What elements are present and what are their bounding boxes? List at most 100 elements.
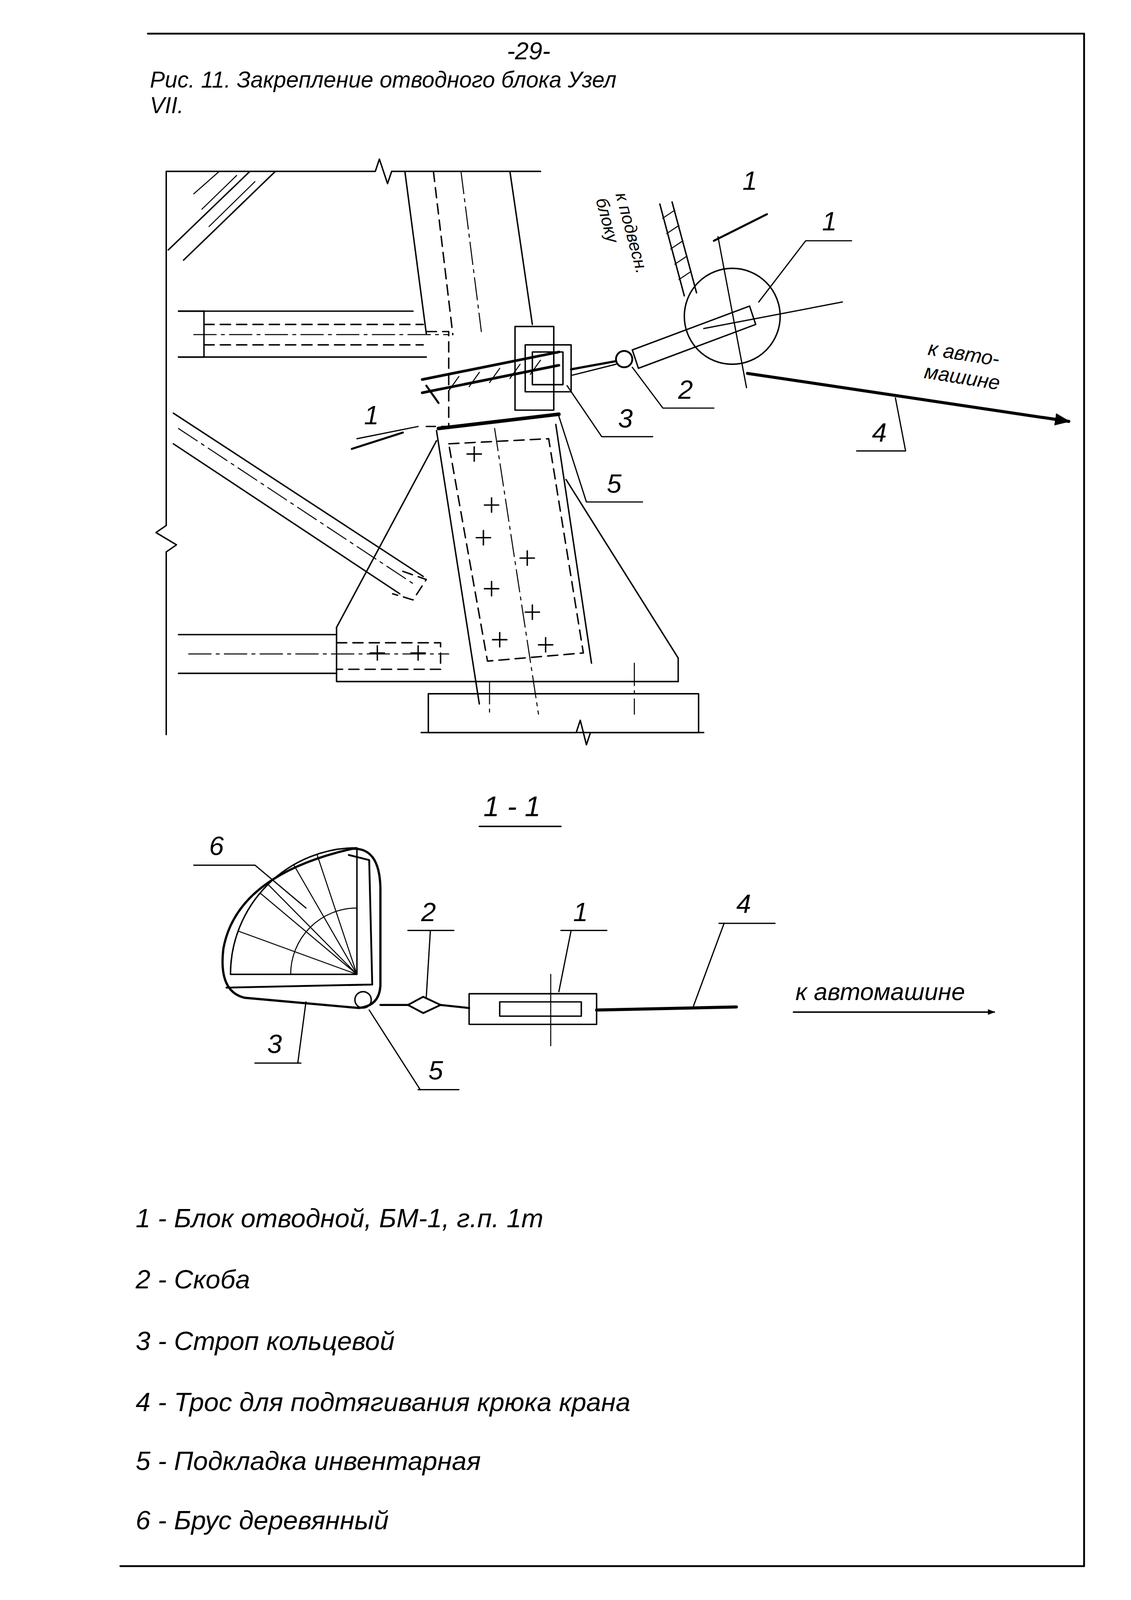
column-edge bbox=[436, 430, 480, 704]
sling bbox=[422, 352, 560, 380]
hatch bbox=[448, 376, 459, 391]
bolt-mark bbox=[526, 550, 529, 566]
shackle-link bbox=[570, 363, 616, 376]
sling-bracket bbox=[525, 344, 572, 392]
parts-list-item: 3 - Строп кольцевой bbox=[135, 1325, 395, 1357]
shackle-link bbox=[440, 1004, 470, 1008]
shackle-link bbox=[570, 361, 616, 370]
bolt-mark bbox=[376, 645, 379, 660]
leader-line bbox=[369, 1009, 421, 1090]
bolt-mark bbox=[490, 497, 493, 512]
truss-member bbox=[183, 171, 276, 261]
hatch bbox=[674, 255, 688, 265]
rope bbox=[747, 373, 1069, 421]
column-edge bbox=[555, 424, 592, 663]
callout-number: 4 bbox=[736, 889, 752, 920]
direction-arrow bbox=[793, 1011, 995, 1013]
truss-member bbox=[178, 356, 426, 358]
section-mark-label: 1 bbox=[363, 400, 379, 432]
leader-line bbox=[426, 929, 431, 997]
callout-number: 5 bbox=[428, 1055, 443, 1087]
callout-number: 2 bbox=[421, 897, 436, 929]
parts-list-item: 2 - Скоба bbox=[135, 1264, 250, 1296]
truss-member bbox=[173, 443, 400, 594]
hatch bbox=[662, 210, 675, 219]
truss-member bbox=[173, 413, 424, 577]
drawing-group bbox=[120, 33, 1085, 1566]
center-line bbox=[488, 681, 490, 715]
leader-line bbox=[418, 1088, 459, 1090]
rope bbox=[672, 202, 697, 293]
truss-member bbox=[178, 633, 337, 635]
hatch bbox=[666, 225, 680, 234]
hatch bbox=[679, 271, 692, 280]
wood-grain bbox=[267, 883, 358, 975]
member-hidden bbox=[336, 642, 441, 670]
sling bbox=[422, 365, 560, 393]
callout-number: 6 bbox=[208, 831, 224, 862]
leader-line bbox=[719, 922, 776, 924]
gusset-edge bbox=[336, 440, 437, 628]
block-axis bbox=[549, 974, 551, 1046]
direction-note: к автомашине bbox=[795, 976, 965, 1006]
callout-number: 1 bbox=[821, 207, 837, 238]
parts-list-item: 6 - Брус деревянный bbox=[135, 1505, 389, 1536]
wood-grain bbox=[316, 854, 357, 975]
frame-line bbox=[147, 32, 1085, 35]
center-line bbox=[188, 653, 449, 654]
bolt-mark bbox=[473, 446, 475, 461]
pad bbox=[438, 414, 560, 429]
hatch bbox=[489, 368, 500, 383]
parts-list-item: 4 - Трос для подтягивания крюка крана bbox=[135, 1386, 631, 1418]
column-edge bbox=[404, 171, 427, 334]
parts-list-item: 1 - Блок отводной, БМ-1, г.п. 1т bbox=[135, 1203, 544, 1235]
callout-number: 5 bbox=[607, 469, 622, 500]
gusset-edge bbox=[565, 479, 679, 682]
truss-hidden bbox=[203, 323, 424, 326]
wood-grain bbox=[238, 930, 358, 975]
bolt-mark bbox=[417, 645, 419, 660]
center-line bbox=[633, 663, 635, 715]
leader-line bbox=[693, 923, 725, 1006]
wood-grain bbox=[259, 892, 357, 974]
section-title: 1 - 1 bbox=[483, 790, 541, 824]
column-hidden bbox=[448, 438, 584, 662]
bolt-mark bbox=[482, 530, 484, 545]
rope bbox=[596, 1006, 737, 1010]
leader-line bbox=[558, 929, 571, 991]
leader-line bbox=[560, 929, 608, 931]
rope bbox=[659, 203, 685, 296]
shackle bbox=[616, 350, 633, 368]
steel-angle bbox=[226, 854, 373, 988]
parts-list-item: 5 - Подкладка инвентарная bbox=[135, 1446, 481, 1477]
hatch bbox=[670, 240, 684, 250]
leader-line bbox=[193, 864, 307, 908]
leader-line bbox=[254, 1062, 301, 1064]
section-title-line bbox=[479, 825, 561, 827]
section-mark-label: 1 bbox=[742, 166, 758, 198]
leader-line bbox=[632, 367, 714, 408]
member-hidden bbox=[392, 570, 427, 600]
bolt-mark bbox=[544, 637, 547, 652]
leader-line bbox=[856, 397, 906, 451]
member-end bbox=[178, 311, 204, 358]
truss-hidden bbox=[203, 343, 424, 346]
block-axis bbox=[703, 301, 843, 329]
block-axis bbox=[717, 236, 747, 388]
hatch bbox=[193, 171, 220, 194]
leader-line bbox=[297, 1001, 307, 1063]
center-line bbox=[178, 428, 413, 584]
pad bbox=[354, 991, 372, 1008]
timber-bar bbox=[230, 847, 357, 974]
hatch bbox=[208, 181, 255, 227]
sling-bracket bbox=[532, 352, 563, 385]
truss-member bbox=[178, 310, 413, 312]
figure-title: Рис. 11. Закрепление отводного блока Узе… bbox=[150, 67, 630, 120]
shackle-link bbox=[380, 1003, 408, 1006]
break-line bbox=[421, 720, 704, 745]
hatch bbox=[469, 372, 480, 387]
bolt-mark bbox=[490, 581, 493, 596]
section-mark bbox=[713, 214, 767, 241]
frame-line bbox=[120, 1564, 1085, 1567]
